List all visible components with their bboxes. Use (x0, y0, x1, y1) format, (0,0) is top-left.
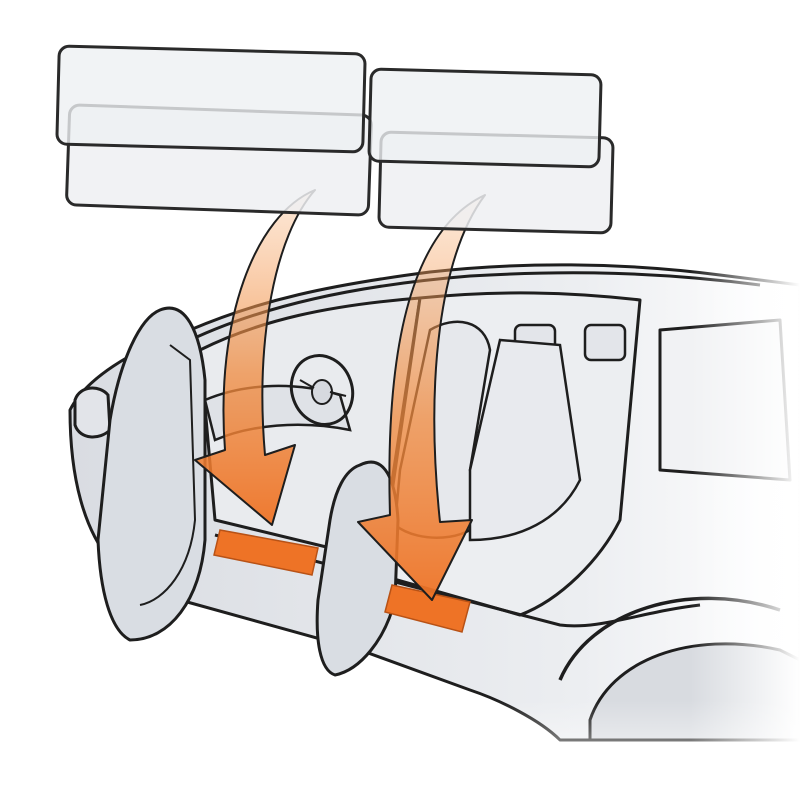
arrow-rear (357, 194, 486, 601)
front-door-sill-film (213, 529, 319, 576)
front-door-open (96, 306, 207, 642)
side-mirror (73, 386, 112, 439)
rear-headrest (583, 323, 627, 362)
rear-seat (468, 338, 582, 542)
rear-door-sill-film (384, 584, 471, 633)
films-group (55, 44, 615, 235)
film-front-upper (55, 44, 367, 154)
steering-wheel (289, 354, 355, 426)
bottom-fade (0, 700, 800, 800)
arrow-front (194, 189, 316, 526)
film-rear-upper (367, 67, 603, 169)
right-fade (690, 250, 800, 750)
front-door-inner-panel (139, 344, 197, 606)
